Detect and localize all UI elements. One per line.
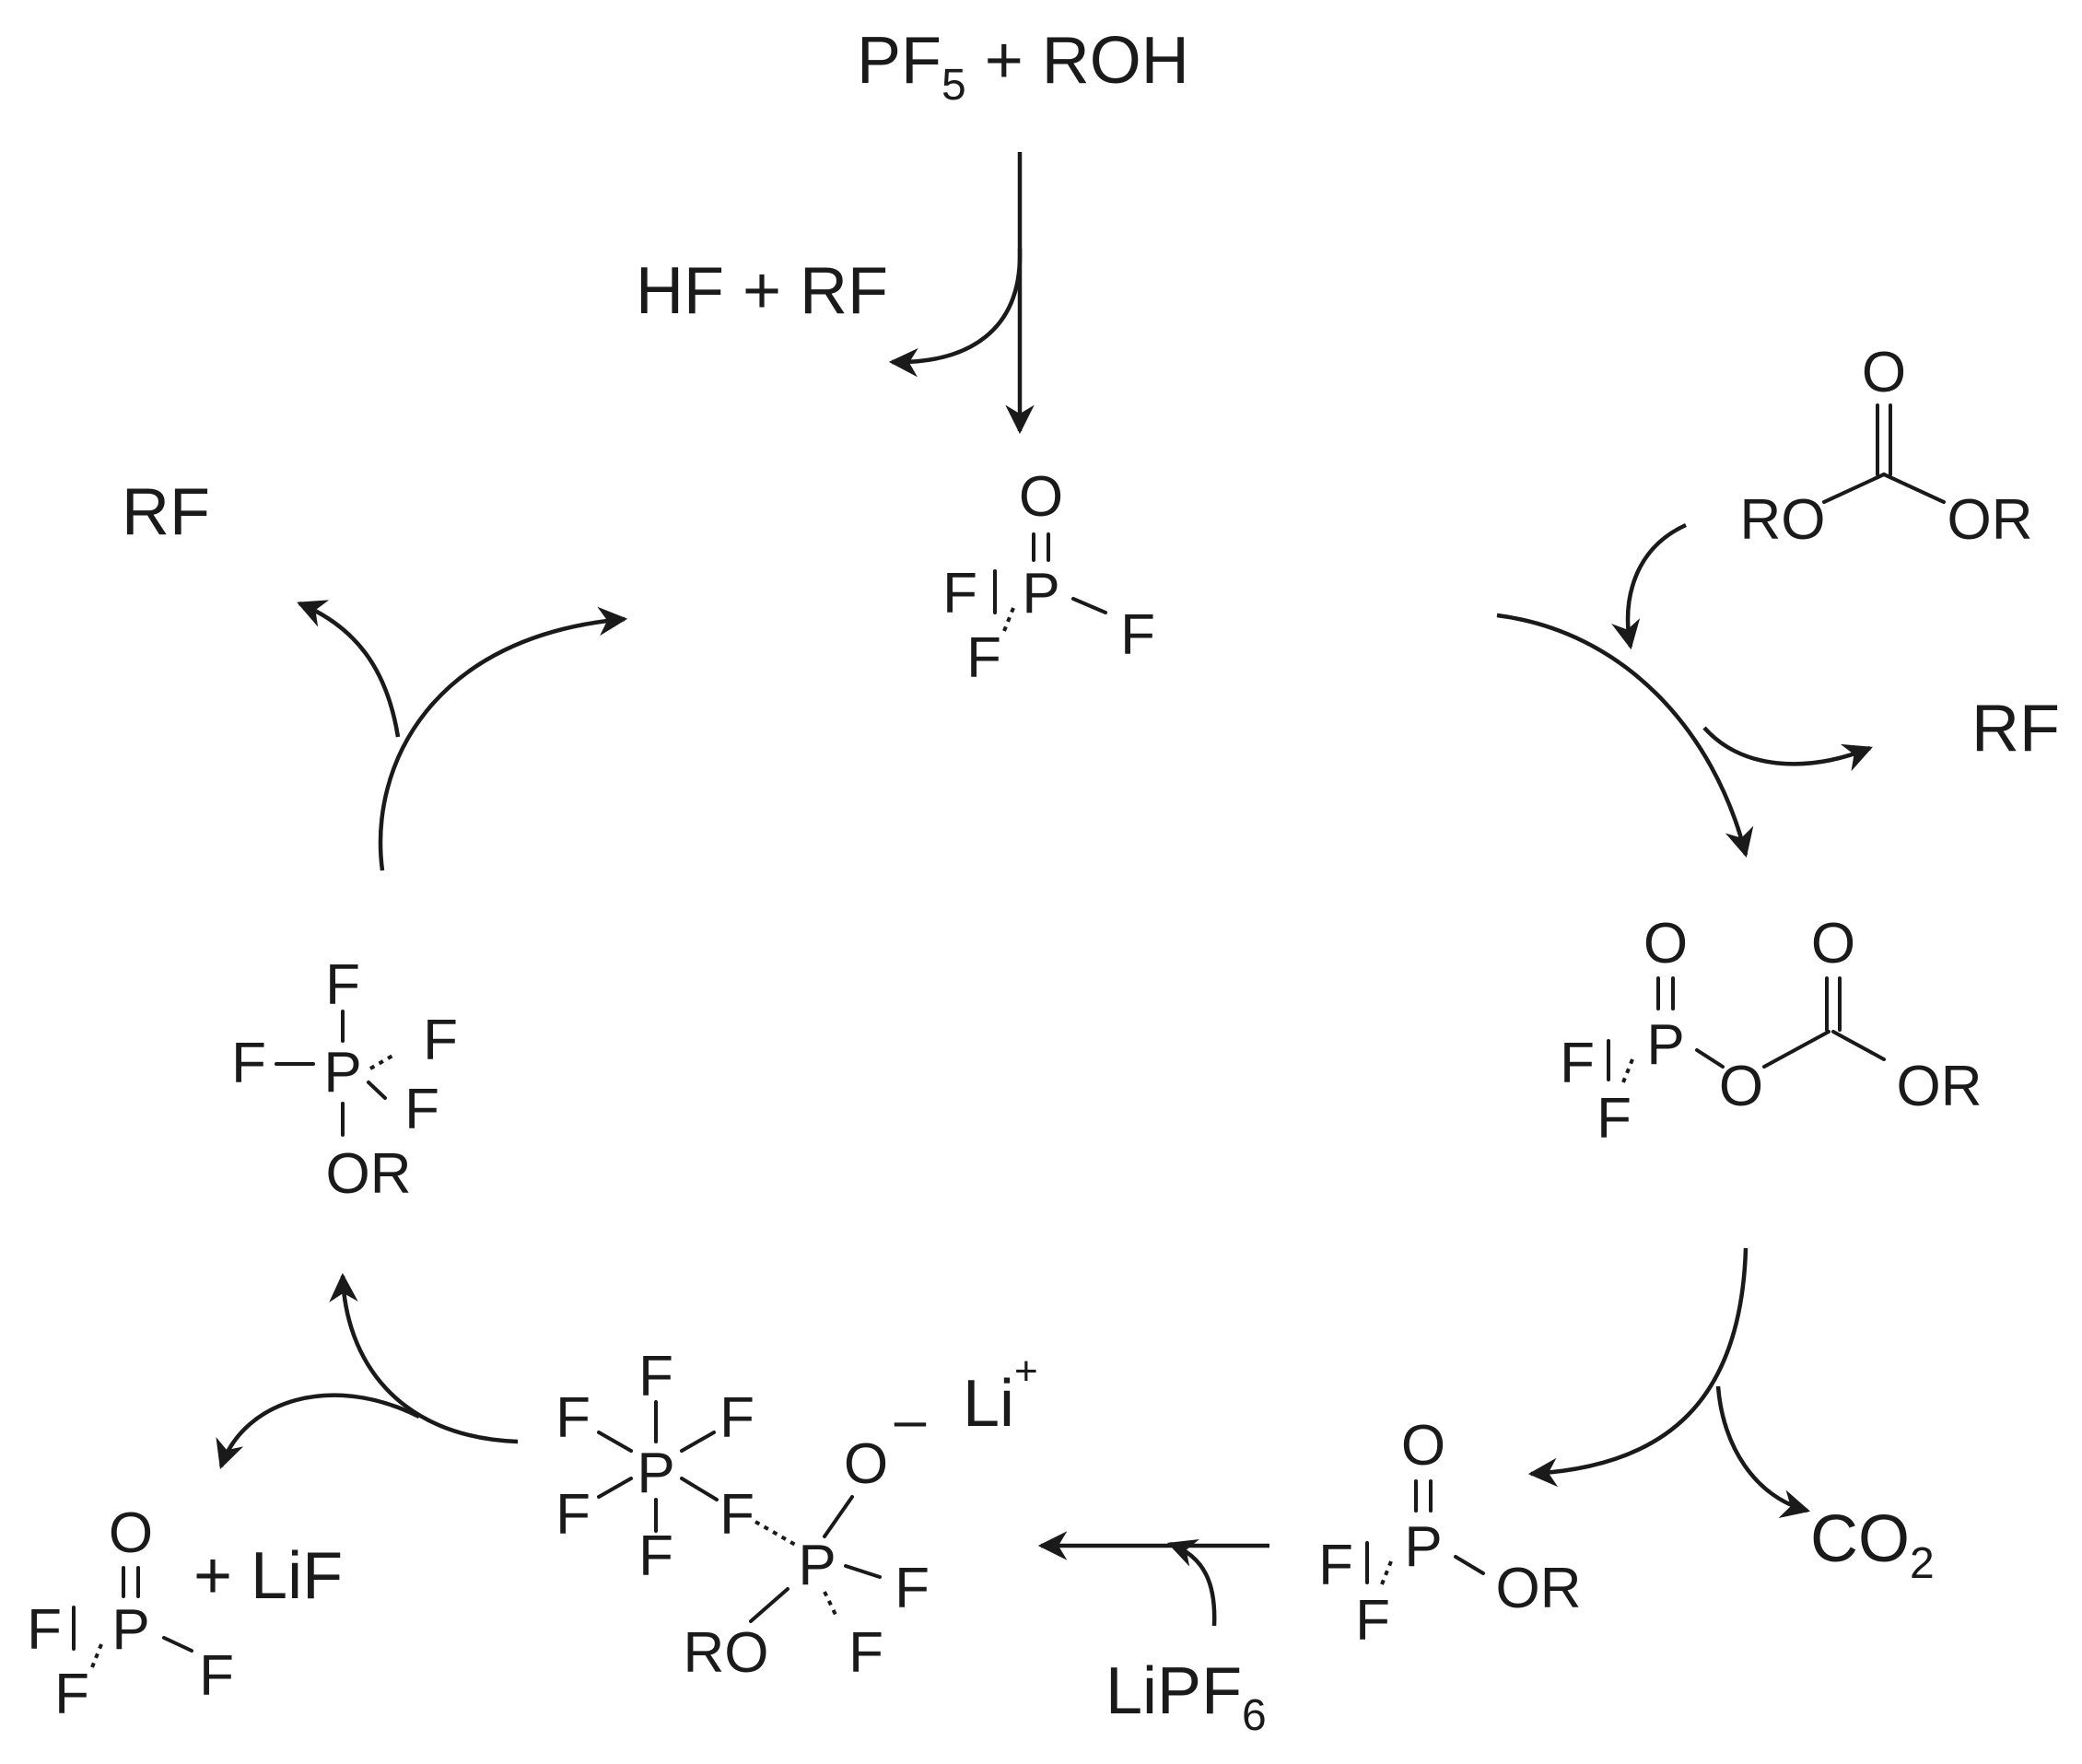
svg-text:O: O [1811, 912, 1855, 975]
svg-text:F: F [1560, 1032, 1595, 1095]
svg-text:RO: RO [1740, 488, 1826, 552]
svg-text:F: F [638, 1525, 673, 1588]
svg-text:F: F [1318, 1534, 1353, 1597]
svg-text:F: F [231, 1032, 266, 1095]
svg-text:F: F [638, 1345, 673, 1408]
reaction-arrow-icon [216, 1393, 421, 1469]
svg-text:O: O [1019, 465, 1063, 529]
svg-text:–: – [895, 1388, 927, 1452]
reaction-arrow-icon [297, 600, 401, 738]
svg-text:OR: OR [1947, 488, 2033, 552]
svg-text:P: P [798, 1534, 836, 1597]
svg-text:O: O [109, 1501, 153, 1565]
molecule-lipf6-adduct: F F F P F F F P O – F F RO [556, 1345, 930, 1685]
reaction-arrow-icon [1611, 522, 1687, 650]
byproduct-co2-label: CO2 [1810, 1502, 1935, 1588]
svg-text:F: F [895, 1557, 930, 1620]
svg-text:F: F [404, 1078, 439, 1141]
svg-text:P: P [111, 1598, 149, 1662]
svg-text:OR: OR [326, 1142, 412, 1206]
svg-text:F: F [848, 1621, 883, 1685]
svg-text:P: P [323, 1041, 361, 1104]
svg-text:F: F [719, 1386, 754, 1450]
reaction-arrow-icon [1496, 613, 1754, 859]
molecule-pof3-bottom: O P F F F [27, 1501, 234, 1726]
molecule-difluorophosphate-ester: O P F F OR [1318, 1414, 1581, 1653]
svg-text:F: F [556, 1483, 591, 1547]
byproduct-lif-label: + LiF [193, 1539, 343, 1613]
svg-text:F: F [719, 1483, 754, 1547]
lithium-cation-label: Li+ [963, 1349, 1038, 1441]
molecule-pof3-top: O P F F F [942, 465, 1155, 690]
reaction-arrow-icon [888, 248, 1023, 378]
svg-text:F: F [942, 562, 977, 625]
svg-text:P: P [637, 1442, 674, 1505]
svg-text:O: O [1862, 341, 1906, 404]
svg-text:F: F [423, 1009, 458, 1072]
svg-text:F: F [54, 1663, 89, 1726]
reaction-arrow-icon [1715, 1385, 1811, 1518]
byproduct-hf-rf-label: HF + RF [636, 254, 888, 328]
svg-text:F: F [27, 1598, 62, 1662]
svg-text:F: F [325, 953, 360, 1017]
reaction-arrow-icon [329, 1272, 519, 1444]
reaction-arrow-icon [1702, 726, 1873, 772]
svg-text:OR: OR [1897, 1055, 1983, 1118]
svg-text:O: O [1643, 912, 1688, 975]
svg-text:O: O [1719, 1055, 1763, 1118]
svg-text:O: O [1401, 1414, 1445, 1478]
svg-text:OR: OR [1496, 1557, 1582, 1620]
molecule-carbonate: O RO OR [1740, 341, 2033, 552]
svg-text:P: P [1022, 562, 1059, 625]
reagent-lipf6-label: LiPF6 [1105, 1654, 1267, 1740]
svg-text:F: F [1597, 1087, 1632, 1151]
svg-text:F: F [1355, 1589, 1390, 1653]
svg-text:P: P [1404, 1515, 1442, 1579]
byproduct-rf-right-label: RF [1971, 692, 2060, 765]
svg-text:F: F [1120, 603, 1155, 667]
svg-text:P: P [1646, 1013, 1684, 1077]
svg-text:F: F [966, 626, 1001, 690]
molecule-tetrafluorophosphorane-ester: F F P F F OR [231, 953, 458, 1206]
svg-text:F: F [199, 1644, 234, 1708]
molecule-fluorophosphoryl-carbonate: O P F F O O OR [1560, 912, 1982, 1151]
reaction-arrow-icon [1527, 1247, 1749, 1488]
reaction-arrow-icon [378, 606, 628, 871]
start-reagent-label: PF5 + ROH [857, 24, 1189, 110]
byproduct-rf-left-label: RF [122, 475, 210, 549]
svg-text:RO: RO [684, 1621, 769, 1685]
svg-text:O: O [844, 1432, 888, 1496]
svg-text:F: F [556, 1386, 591, 1450]
reaction-arrow-icon [1167, 1539, 1217, 1627]
